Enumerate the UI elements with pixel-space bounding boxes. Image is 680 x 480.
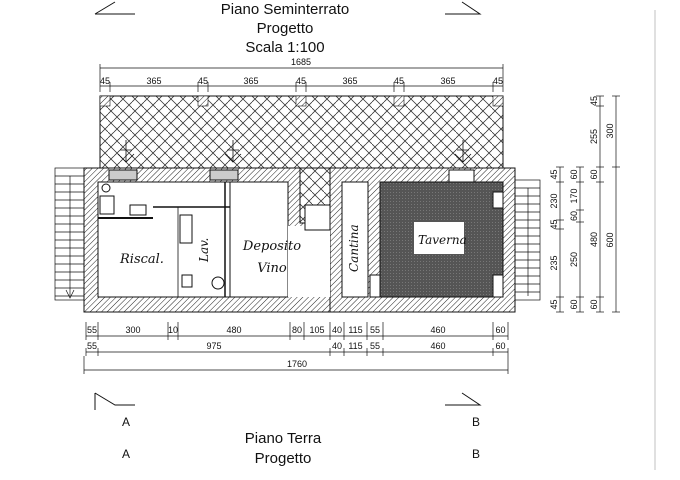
- dim-right-col1: 45: [549, 219, 559, 229]
- stairs-left: [54, 167, 85, 301]
- dim-bottom-row2: 60: [495, 341, 505, 351]
- bottom-dimension-lines: [83, 322, 509, 374]
- dim-bottom-row1: 10: [168, 325, 178, 335]
- dim-bottom-row2: 975: [206, 341, 221, 351]
- dim-bottom-row1: 55: [87, 325, 97, 335]
- building-walls: [83, 167, 516, 313]
- dim-bottom-row1: 115: [348, 325, 362, 335]
- plan-title: Piano Seminterrato: [221, 1, 349, 18]
- room-label-riscal: Riscal.: [119, 252, 164, 267]
- section-mark-a-lower: A: [122, 447, 130, 461]
- section-mark-b-lower: B: [472, 447, 480, 461]
- dim-right-col1: 45: [549, 169, 559, 179]
- dim-top-segment: 45: [394, 76, 404, 86]
- dim-right-col2: 170: [569, 188, 579, 203]
- dim-top-total: 1685: [291, 57, 311, 67]
- room-label-taverna: Taverna: [418, 233, 467, 247]
- dim-bottom-row1: 40: [332, 325, 342, 335]
- dim-bottom-row1: 60: [495, 325, 505, 335]
- dim-right-col3: 45: [589, 96, 599, 106]
- pillars: [99, 95, 504, 107]
- dim-right-col2: 250: [569, 252, 579, 267]
- dim-top-segment: 365: [440, 76, 455, 86]
- corner-marks: [94, 1, 482, 410]
- dim-bottom-row2: 55: [87, 341, 97, 351]
- dim-top-segment: 365: [342, 76, 357, 86]
- dim-bottom-row1: 460: [430, 325, 445, 335]
- dim-right-col3: 480: [589, 232, 599, 247]
- next-plan-subtitle: Progetto: [255, 450, 312, 467]
- right-dimension-lines: [556, 95, 620, 313]
- stairs-right: [514, 179, 541, 301]
- bottom-dimension-labels: 55 300 10 480 80 105 40 115 55 460 60 55 975 40 115 55 4…: [87, 325, 506, 351]
- dim-right-col1: 230: [549, 193, 559, 208]
- dim-top-segment: 45: [100, 76, 110, 86]
- room-label-cantina: Cantina: [347, 224, 361, 272]
- plan-scale: Scala 1:100: [245, 39, 324, 56]
- next-plan-title: Piano Terra: [245, 430, 322, 447]
- dim-right-col2: 60: [569, 169, 579, 179]
- dim-bottom-row2: 55: [370, 341, 380, 351]
- dim-right-col3: 60: [589, 169, 599, 179]
- dim-top-segment: 45: [296, 76, 306, 86]
- dim-bottom-row1: 480: [226, 325, 241, 335]
- dim-bottom-row2: 115: [348, 341, 362, 351]
- dim-bottom-row1: 105: [309, 325, 324, 335]
- top-dimension-labels: 45 365 45 365 45 365 45 365 45: [100, 76, 503, 86]
- dim-right-col1: 235: [549, 255, 559, 270]
- patio-paving: [99, 95, 504, 169]
- plan-subtitle: Progetto: [257, 20, 314, 37]
- dim-right-col2: 60: [569, 211, 579, 221]
- dim-bottom-row2: 460: [430, 341, 445, 351]
- dim-top-segment: 365: [243, 76, 258, 86]
- top-dimensions: [99, 64, 504, 92]
- room-label-vino: Vino: [257, 261, 287, 276]
- dim-right-col4: 600: [605, 232, 615, 247]
- dim-top-segment: 45: [198, 76, 208, 86]
- dim-top-segment: 365: [146, 76, 161, 86]
- downspout-arrows: [117, 140, 472, 163]
- dim-bottom-row1: 300: [125, 325, 140, 335]
- dim-right-col3: 60: [589, 299, 599, 309]
- dim-bottom-row1: 55: [370, 325, 380, 335]
- dim-bottom-row1: 80: [292, 325, 302, 335]
- section-mark-a: A: [122, 415, 130, 429]
- dim-right-col2: 60: [569, 299, 579, 309]
- room-label-lav: Lav.: [197, 238, 211, 263]
- dim-right-col3: 255: [589, 129, 599, 144]
- room-label-deposito: Deposito: [242, 239, 301, 254]
- dim-bottom-row2: 40: [332, 341, 342, 351]
- dim-right-col1: 45: [549, 299, 559, 309]
- dim-bottom-total: 1760: [287, 359, 307, 369]
- dim-right-col4: 300: [605, 123, 615, 138]
- dim-top-segment: 45: [493, 76, 503, 86]
- right-dimension-labels: 45 230 45 235 45 60 170 60 250 60 45 255 60 480 60 300 6…: [549, 96, 615, 310]
- section-mark-b: B: [472, 415, 480, 429]
